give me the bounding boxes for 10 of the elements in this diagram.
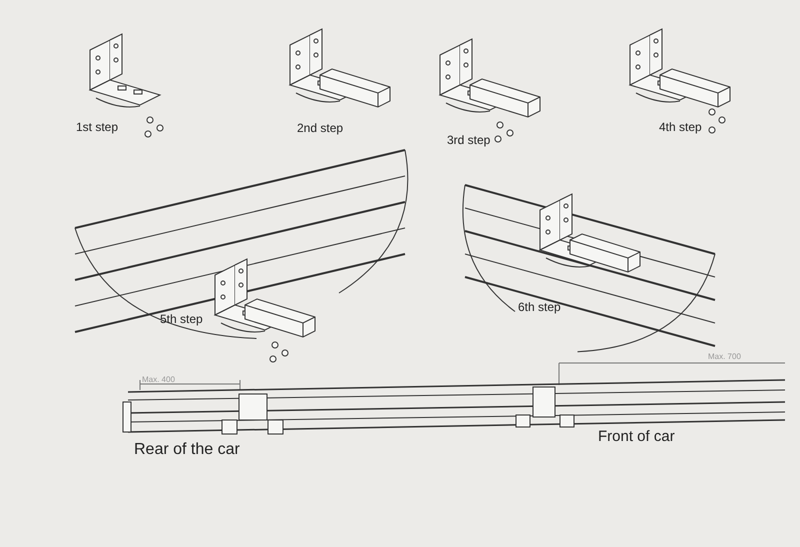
rail-end-label: Rear of the car	[134, 441, 240, 459]
step-label: 1st step	[76, 121, 118, 134]
step-label: 3rd step	[447, 134, 490, 148]
rail-end-label: Front of car	[598, 429, 675, 446]
step-label: 4th step	[659, 121, 702, 134]
dimension-value: Max. 700	[708, 353, 741, 362]
step-label: 2nd step	[297, 122, 344, 136]
step-label: 5th step	[160, 313, 203, 326]
dimension-value: Max. 400	[142, 376, 175, 385]
step-label: 6th step	[518, 301, 561, 314]
